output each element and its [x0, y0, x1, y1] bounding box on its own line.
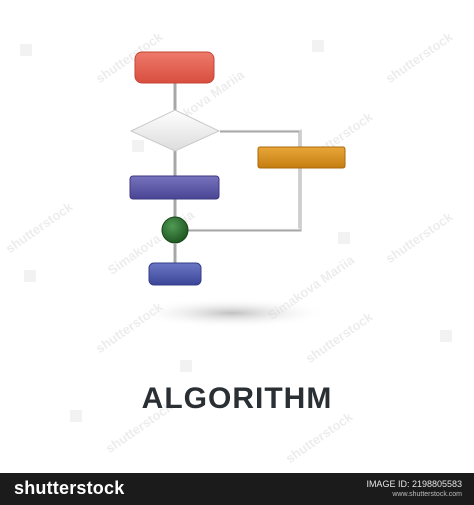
start-node	[134, 51, 215, 84]
merge-node	[161, 216, 189, 244]
watermark-square	[132, 140, 144, 152]
footer-bar: shutterstock IMAGE ID: 2198805583 www.sh…	[0, 473, 474, 505]
process-node-left	[129, 175, 220, 200]
footer-site[interactable]: www.shutterstock.com	[392, 491, 462, 498]
image-canvas: shutterstock Simakova Mariia shutterstoc…	[2, 28, 456, 467]
watermark-square	[312, 40, 324, 52]
process-node-right	[257, 146, 346, 169]
footer-image-id: IMAGE ID: 2198805583	[366, 479, 462, 489]
decision-node	[129, 109, 221, 152]
watermark-square	[20, 44, 32, 56]
page-title: ALGORITHM	[141, 382, 333, 415]
watermark-square	[338, 232, 350, 244]
watermark-square	[24, 270, 36, 282]
watermark-square	[70, 410, 82, 422]
watermark-square	[180, 360, 192, 372]
end-node	[148, 262, 202, 286]
flowchart-icon	[129, 51, 346, 328]
footer-brand[interactable]: shutterstock	[14, 478, 125, 498]
ground-shadow	[134, 298, 330, 328]
connector-lines	[173, 82, 302, 263]
watermark-square	[440, 330, 452, 342]
